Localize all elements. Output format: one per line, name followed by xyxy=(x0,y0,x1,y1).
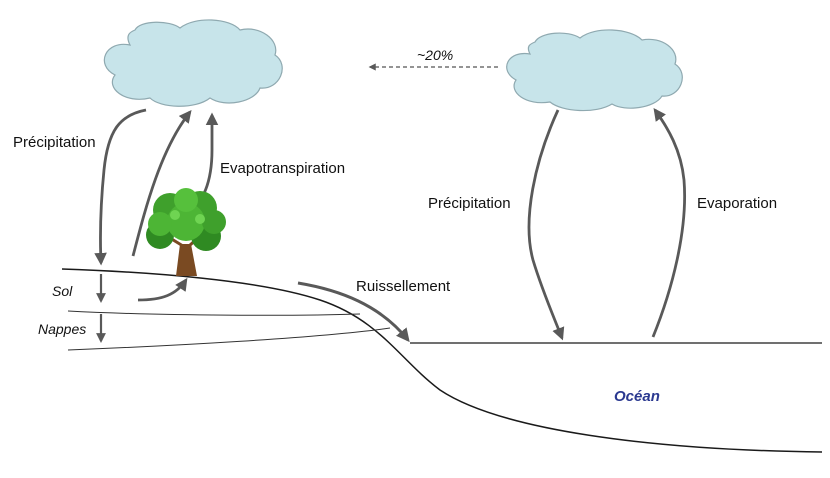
evaporation-arrow xyxy=(651,107,686,338)
aquifers-label: Nappes xyxy=(38,321,87,337)
soil-label: Sol xyxy=(52,283,73,299)
precipitation-ocean-label: Précipitation xyxy=(428,195,511,212)
precipitation-land-arrow xyxy=(94,108,147,266)
runoff-arrow xyxy=(297,281,410,343)
transfer-percentage-label: ~20% xyxy=(417,47,454,63)
tree-icon xyxy=(146,188,226,276)
evaporation-label: Evaporation xyxy=(697,195,778,212)
cloud-left xyxy=(103,19,283,107)
aquifer-boundary-line xyxy=(67,327,391,351)
evapotranspiration-arrow-1 xyxy=(131,110,192,257)
ocean-label: Océan xyxy=(614,388,660,405)
root-uptake-arrow xyxy=(137,277,188,302)
precipitation-ocean-arrow xyxy=(527,109,565,341)
runoff-label: Ruissellement xyxy=(356,278,451,295)
evapotranspiration-label: Evapotranspiration xyxy=(220,160,346,177)
cloud-right xyxy=(506,29,683,112)
precipitation-land-label: Précipitation xyxy=(13,134,96,151)
ground-surface-line xyxy=(61,268,823,453)
soil-boundary-line xyxy=(67,310,361,316)
